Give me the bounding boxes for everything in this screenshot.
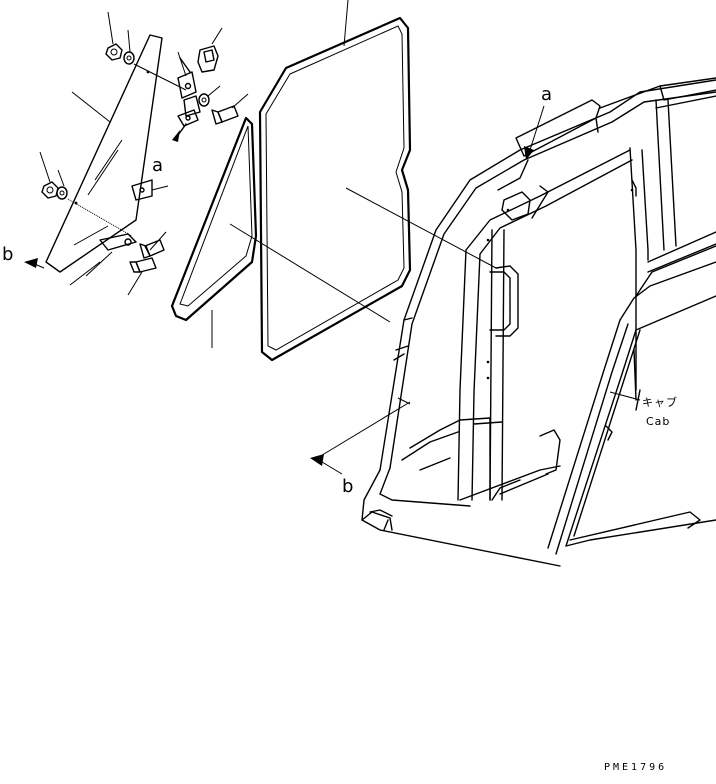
nut-right-top [198, 93, 210, 107]
label-cab-jp: キャブ [642, 395, 678, 409]
leader-glass [71, 91, 111, 123]
triangle-weatherstrip [170, 116, 258, 322]
door-weatherstrip [258, 16, 412, 362]
window-glass [45, 34, 163, 273]
cab-frame [361, 77, 716, 567]
grommet [197, 45, 219, 73]
nut-top-1 [105, 43, 123, 61]
upper-bracket [177, 71, 201, 117]
bolt-lower-2 [129, 257, 157, 273]
label-a-cab: a [541, 84, 552, 105]
clip [177, 109, 199, 127]
bolt-right [211, 105, 239, 125]
arrow-b-left [24, 258, 45, 269]
label-b-left: b [2, 244, 13, 265]
washer-left-1 [56, 186, 68, 200]
drawing-code: PME1796 [604, 762, 667, 773]
leader-cab [609, 391, 641, 401]
bolt-lower-1 [139, 239, 165, 259]
lower-bracket [99, 233, 137, 251]
arrow-b-cab [310, 397, 411, 475]
label-cab-en: Cab [646, 415, 670, 428]
leader-weatherstrip [229, 223, 391, 323]
bracket-a-left [131, 179, 153, 201]
washer-top-1 [123, 51, 135, 65]
label-a-top: a [152, 155, 163, 176]
arrow-a-cab [524, 105, 545, 160]
nut-left-1 [41, 181, 59, 199]
label-b-cab: b [342, 476, 353, 497]
leader-bracket [85, 251, 113, 277]
